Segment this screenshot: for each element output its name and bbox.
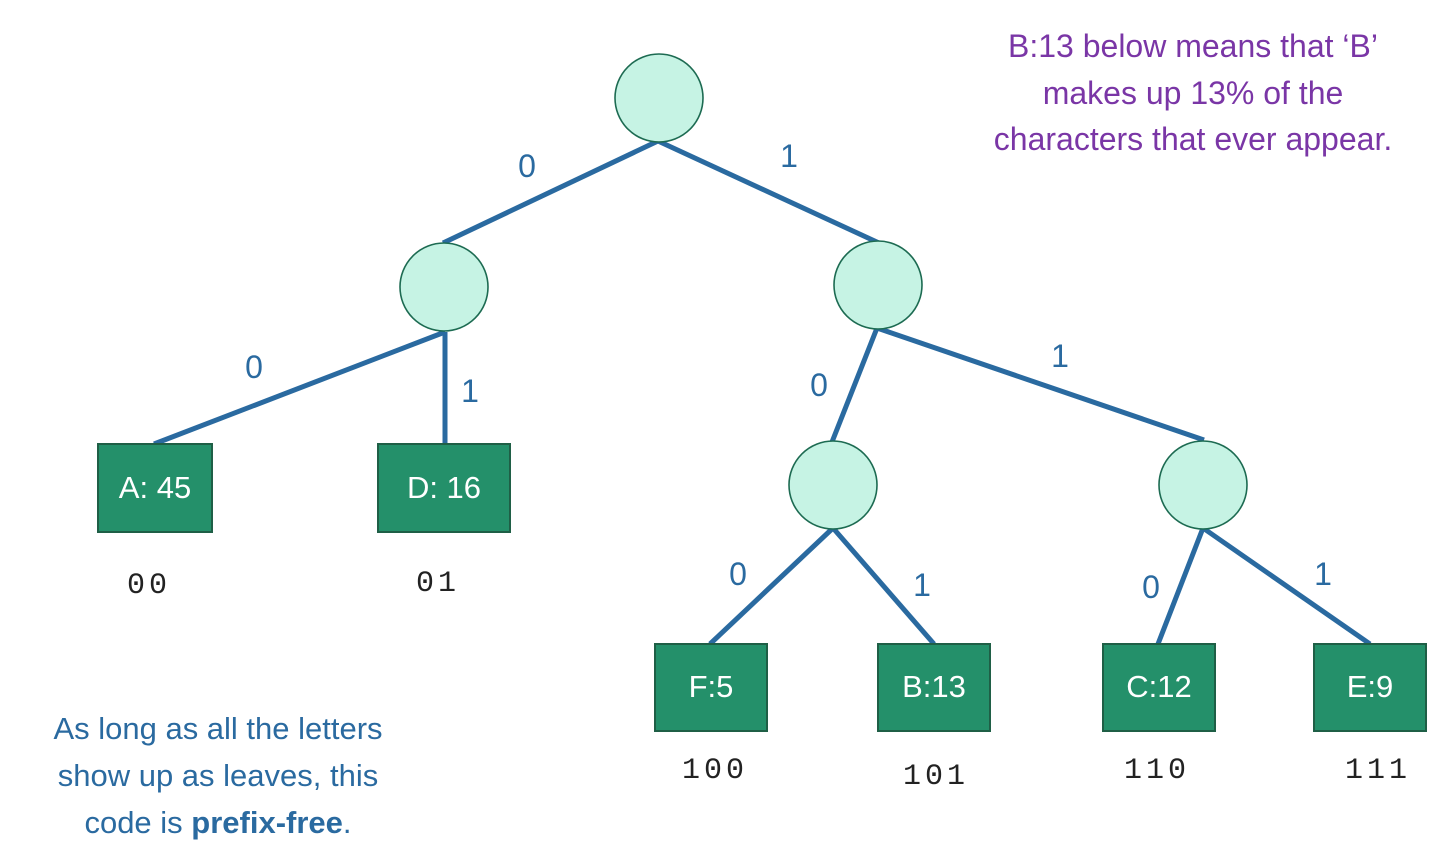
code-A: 00 [127, 569, 171, 603]
edge-label-root-left: 0 [518, 148, 536, 184]
leaf-label: A: 45 [119, 470, 191, 505]
internal-nodes [399, 53, 1248, 530]
leaf-D: D: 16 [377, 443, 511, 533]
edge-label-root-right: 1 [780, 138, 798, 174]
leaf-label: C:12 [1126, 669, 1191, 704]
edge-label-n0-D: 1 [461, 373, 479, 409]
code-D: 01 [416, 567, 460, 601]
edge-n11-C [1155, 527, 1206, 645]
code-E: 111 [1345, 754, 1411, 788]
leaf-box [1313, 643, 1427, 732]
annotation-line-1: B:13 below means that ‘B’ [1008, 28, 1378, 64]
edge-n10-F [708, 526, 835, 646]
tree-node-11 [1158, 440, 1248, 530]
edge-label-n10-B: 1 [913, 567, 931, 603]
edge-label-n10-F: 0 [729, 556, 747, 592]
annotation-note: B:13 below means that ‘B’ makes up 13% o… [994, 28, 1392, 157]
edge-label-n11-C: 0 [1142, 569, 1160, 605]
tree-edges [153, 138, 1372, 647]
code-C: 110 [1124, 754, 1190, 788]
tree-node-10 [788, 440, 878, 530]
caption-prefix-free-term: prefix-free [191, 805, 343, 840]
tree-node-root [614, 53, 704, 143]
edge-n0-A [153, 329, 446, 447]
leaf-label: E:9 [1347, 669, 1394, 704]
edge-label-n1-n10: 0 [810, 367, 828, 403]
leaf-box [377, 443, 511, 533]
leaf-B: B:13 [877, 643, 991, 732]
leaf-box [97, 443, 213, 533]
tree-node-1 [833, 240, 923, 330]
leaf-box [1102, 643, 1216, 732]
code-F: 100 [682, 754, 748, 788]
edge-label-n0-A: 0 [245, 349, 263, 385]
leaf-label: D: 16 [407, 470, 481, 505]
leaf-A: A: 45 [97, 443, 213, 533]
edge-n1-n11 [876, 325, 1205, 443]
annotation-line-3: characters that ever appear. [994, 121, 1392, 157]
edge-labels: 0 1 0 1 0 1 0 1 0 1 [245, 138, 1332, 605]
leaf-codes: 00 01 100 101 110 111 [127, 567, 1411, 794]
caption-line-3: code is prefix-free. [84, 805, 351, 840]
leaf-E: E:9 [1313, 643, 1427, 732]
edge-root-right [656, 138, 881, 246]
tree-node-0 [399, 242, 489, 332]
leaf-box [877, 643, 991, 732]
leaf-label: F:5 [689, 669, 734, 704]
edge-root-left [441, 138, 660, 246]
leaf-F: F:5 [654, 643, 768, 732]
caption-line-1: As long as all the letters [53, 711, 382, 746]
code-B: 101 [903, 760, 969, 794]
caption-suffix: . [343, 805, 352, 840]
edge-label-n11-E: 1 [1314, 556, 1332, 592]
edge-n10-B [831, 526, 936, 646]
leaf-C: C:12 [1102, 643, 1216, 732]
edge-n1-n10 [829, 327, 880, 443]
caption-prefix: code is [84, 805, 191, 840]
leaf-label: B:13 [902, 669, 966, 704]
caption-line-2: show up as leaves, this [58, 758, 379, 793]
leaf-box [654, 643, 768, 732]
annotation-line-2: makes up 13% of the [1043, 75, 1344, 111]
caption: As long as all the letters show up as le… [53, 711, 382, 840]
edge-n11-E [1201, 525, 1372, 647]
edge-label-n1-n11: 1 [1051, 338, 1069, 374]
